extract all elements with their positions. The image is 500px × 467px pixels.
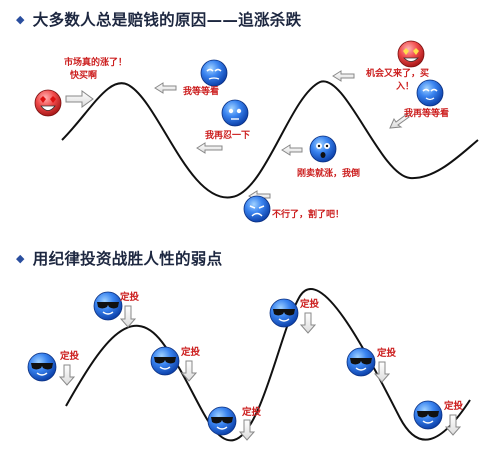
invest-down-arrow — [238, 419, 256, 441]
invest-label: 定投 — [180, 346, 201, 358]
invest-point-7: 定投 — [413, 400, 464, 436]
invest-point-2: 定投 — [27, 350, 80, 386]
caption-wait-1: 我等等看 — [183, 85, 219, 97]
hold-arrow — [196, 142, 223, 154]
bullet-icon: ◆ — [16, 252, 25, 265]
section2-title: 用纪律投资战胜人性的弱点 — [32, 250, 223, 268]
invest-label: 定投 — [376, 347, 397, 359]
caption-wait-2: 我再等等看 — [404, 107, 449, 119]
patient-blue-face-icon — [416, 79, 444, 107]
hesitant-blue-face-icon — [221, 99, 249, 127]
section1-title: 大多数人总是赔钱的原因——追涨杀跌 — [32, 11, 302, 29]
invest-label: 定投 — [299, 298, 320, 310]
invest-down-arrow — [373, 361, 391, 383]
waiting-blue-face-icon — [200, 59, 228, 87]
invest-down-arrow — [299, 312, 317, 334]
caption-bear: 我再忍一下 — [205, 129, 250, 141]
caption-opportunity: 机会又来了，买 — [366, 67, 429, 79]
rebuy-arrow — [332, 70, 355, 82]
invest-point-6: 定投 — [346, 347, 397, 383]
cool-face-icon — [93, 291, 123, 321]
market-wave-curve-bottom — [65, 288, 471, 442]
bullet-icon: ◆ — [16, 13, 25, 26]
regret-arrow — [281, 144, 303, 156]
invest-label: 定投 — [119, 291, 140, 303]
shocked-blue-face-icon — [309, 135, 337, 163]
caption-market-up: 市场真的涨了！ — [64, 56, 127, 68]
invest-label: 定投 — [443, 400, 464, 412]
caption-buy-now: 快买啊 — [70, 69, 97, 81]
section2-heading: ◆ 用纪律投资战胜人性的弱点 — [16, 247, 222, 269]
buy-signal-arrow — [65, 90, 94, 108]
invest-down-arrow — [58, 364, 76, 386]
caption-sold-then-rose: 刚卖就涨，我倒 — [297, 167, 360, 179]
invest-point-5: 定投 — [269, 298, 320, 334]
cool-face-icon — [207, 406, 237, 436]
invest-label: 定投 — [241, 406, 262, 418]
cool-face-icon — [346, 347, 376, 377]
caption-cut-loss: 不行了，割了吧！ — [272, 208, 344, 220]
cool-face-icon — [413, 400, 443, 430]
cool-face-icon — [27, 352, 57, 382]
market-wave-curve-top — [61, 80, 479, 199]
wait-arrow-2 — [389, 113, 410, 129]
invest-down-arrow — [444, 414, 462, 436]
caption-buy-in: 入！ — [395, 81, 414, 92]
excited-red-face-icon — [34, 89, 62, 117]
eager-red-face-icon — [397, 40, 425, 68]
invest-point-3: 定投 — [150, 346, 201, 382]
section1-heading: ◆ 大多数人总是赔钱的原因——追涨杀跌 — [16, 8, 301, 30]
invest-label: 定投 — [59, 350, 80, 362]
invest-point-1: 定投 — [93, 291, 140, 328]
sad-blue-face-icon — [243, 195, 271, 223]
wait-arrow-1 — [154, 82, 177, 94]
cool-face-icon — [269, 298, 299, 328]
invest-down-arrow — [119, 305, 137, 328]
cool-face-icon — [150, 346, 180, 376]
invest-down-arrow — [180, 360, 198, 382]
invest-point-4: 定投 — [207, 406, 262, 441]
